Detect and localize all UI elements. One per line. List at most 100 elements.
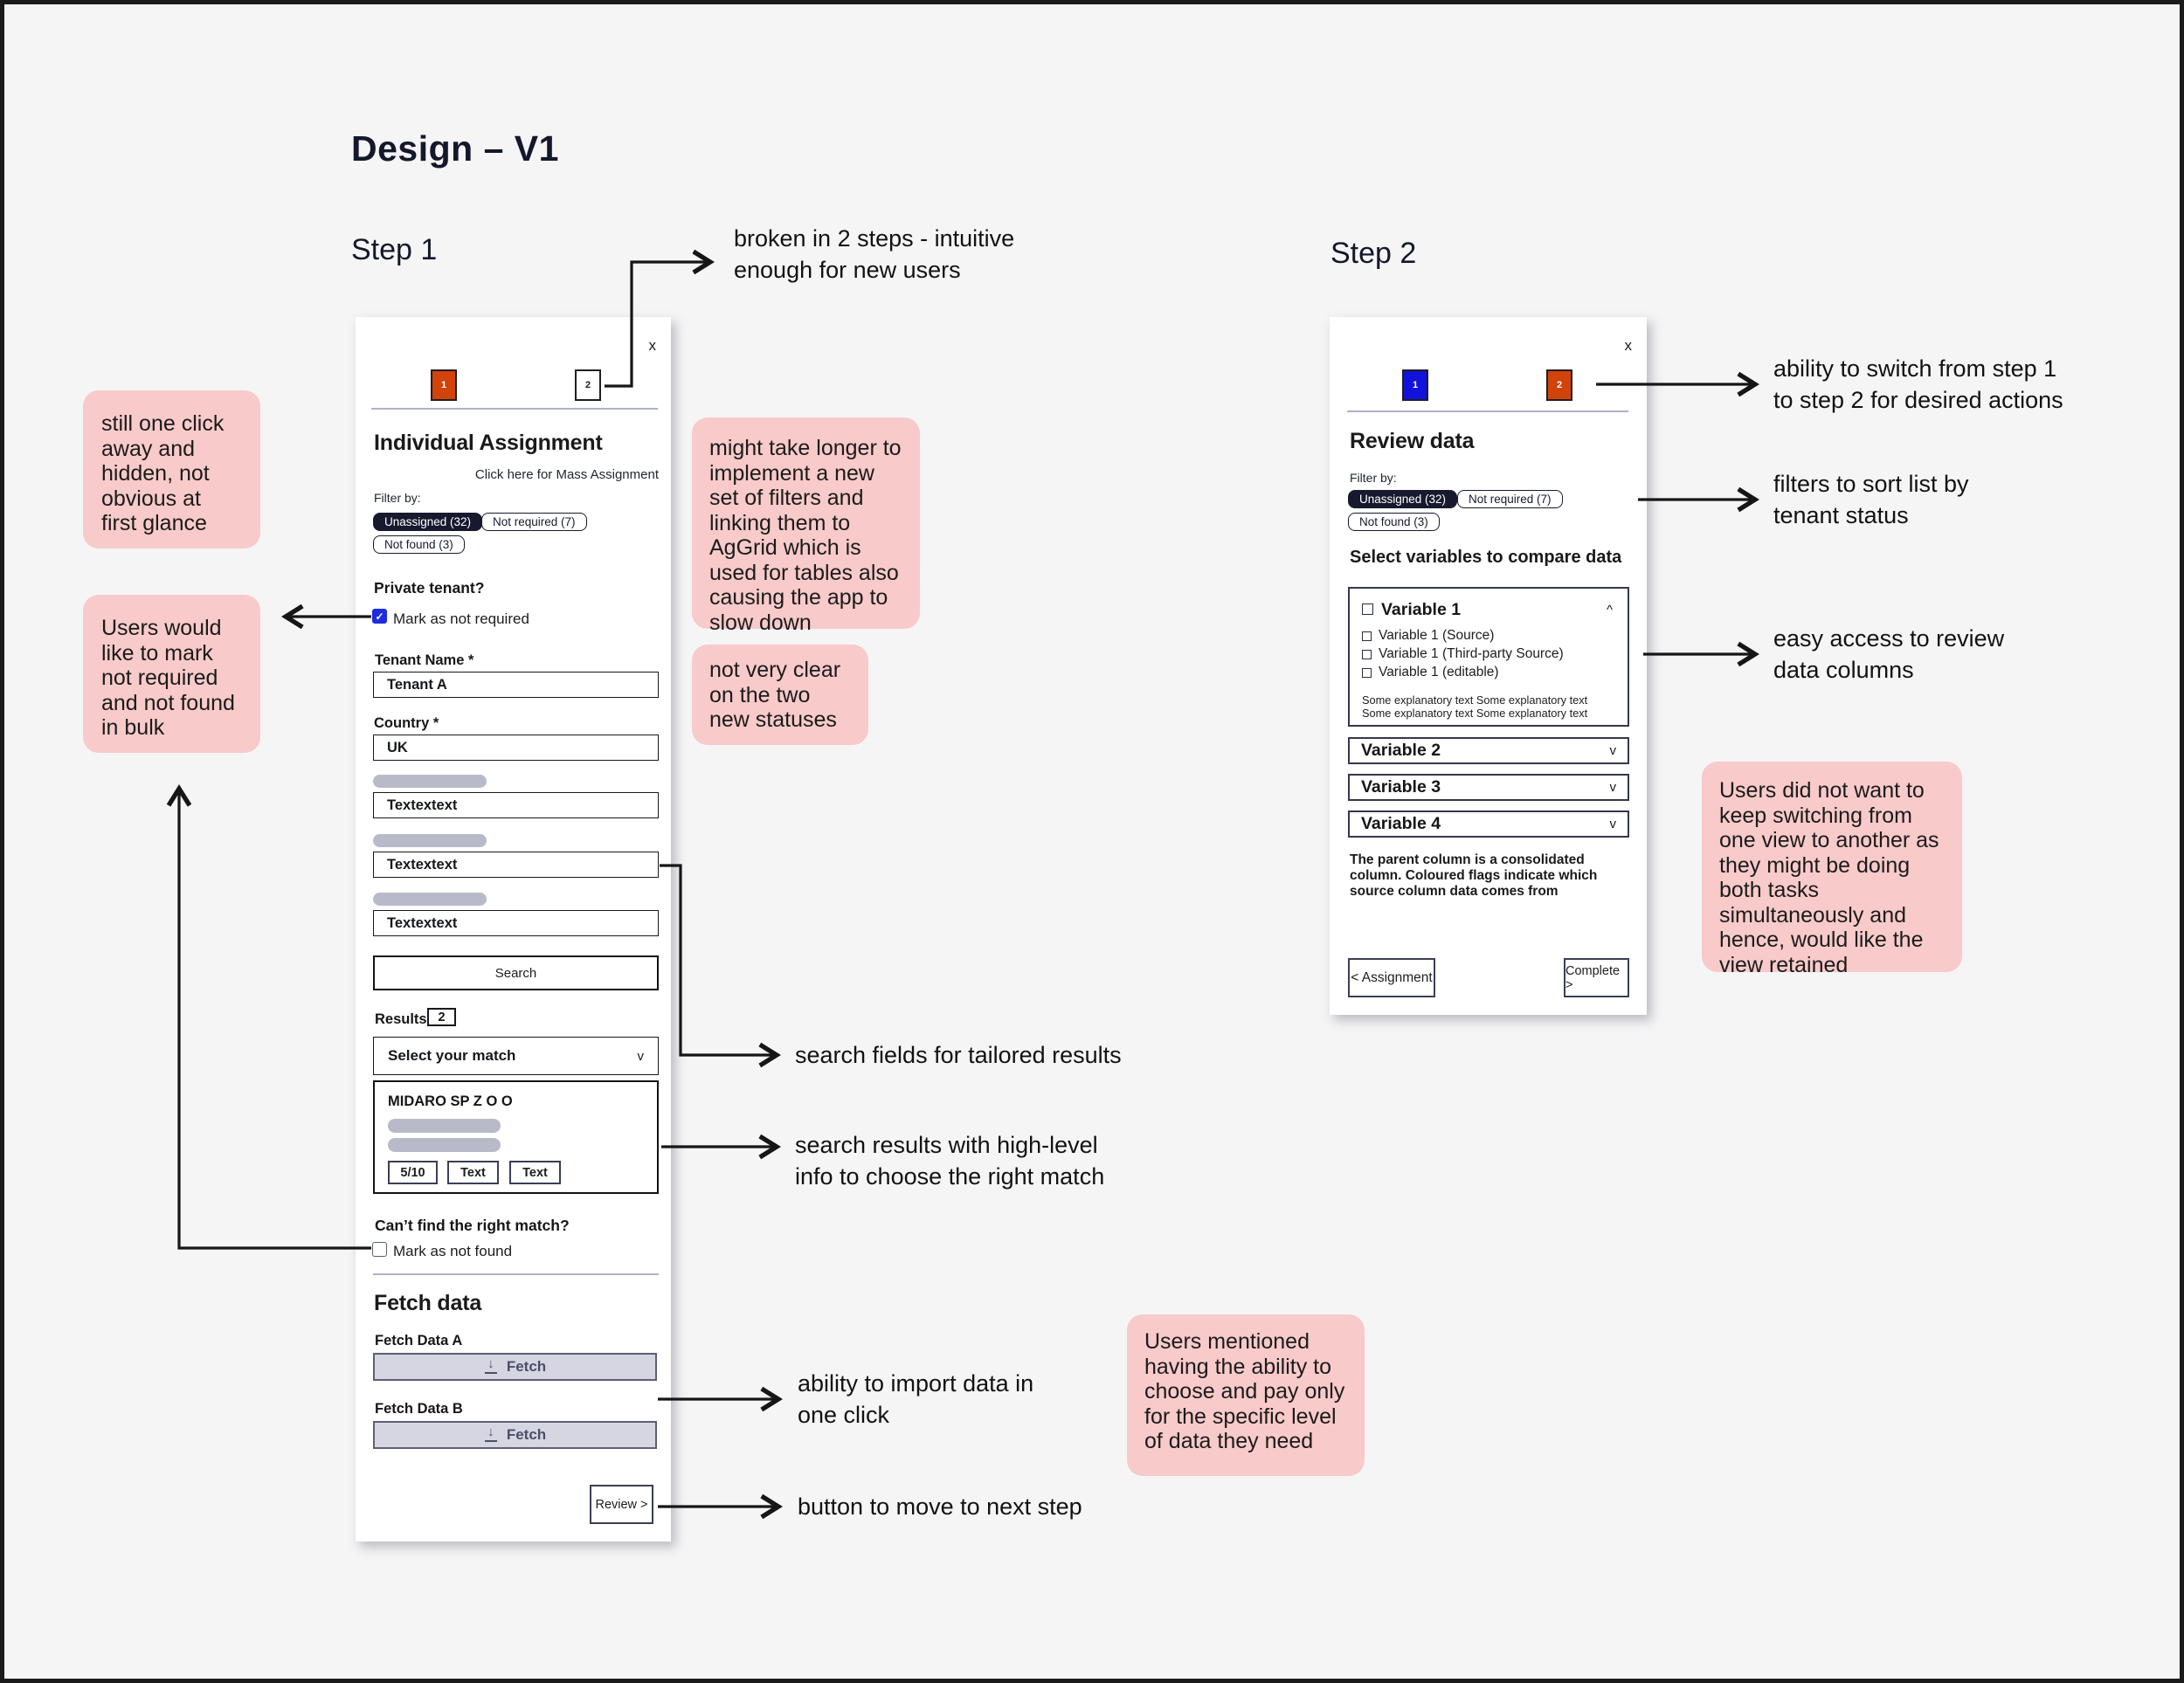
- tenant-name-input[interactable]: Tenant A: [373, 672, 659, 698]
- match-name: MIDARO SP Z O O: [388, 1093, 513, 1109]
- variable-1-editable-checkbox[interactable]: [1362, 668, 1372, 678]
- variable-3-row[interactable]: Variable 3 v: [1348, 774, 1629, 801]
- variable-4-label: Variable 4: [1361, 814, 1441, 833]
- fetch-data-b-label: Fetch Data B: [375, 1401, 463, 1417]
- extra-input-3[interactable]: Textextext: [373, 910, 659, 936]
- step-indicator-1[interactable]: 1: [431, 369, 457, 401]
- match-tag-badge: Text: [447, 1161, 499, 1184]
- variable-1-card[interactable]: Variable 1 ^ Variable 1 (Source) Variabl…: [1348, 587, 1629, 727]
- cant-find-question: Can’t find the right match?: [375, 1217, 570, 1234]
- mark-not-required-label: Mark as not required: [393, 610, 529, 627]
- variable-1-thirdparty-checkbox[interactable]: [1362, 650, 1372, 659]
- filter-by-label: Filter by:: [374, 491, 421, 505]
- divider: [1347, 410, 1628, 412]
- country-input[interactable]: UK: [373, 735, 659, 761]
- variable-1-label: Variable 1: [1381, 600, 1462, 619]
- match-result-card[interactable]: MIDARO SP Z O O 5/10 Text Text: [373, 1080, 659, 1194]
- filter-chip-not-found[interactable]: Not found (3): [1348, 513, 1440, 531]
- filter-chip-not-required[interactable]: Not required (7): [481, 513, 587, 531]
- download-icon: ↓: [484, 1424, 498, 1443]
- label-skeleton: [373, 775, 487, 788]
- match-tag-badge: Text: [509, 1161, 561, 1184]
- results-label: Results: [375, 1011, 427, 1027]
- private-tenant-question: Private tenant?: [374, 579, 485, 597]
- note-still-one-click: still one click away and hidden, not obv…: [83, 390, 260, 548]
- detail-skeleton: [388, 1138, 501, 1152]
- fetch-b-button-label: Fetch: [506, 1426, 547, 1443]
- filter-chip-unassigned[interactable]: Unassigned (32): [1348, 490, 1458, 508]
- variable-2-row[interactable]: Variable 2 v: [1348, 737, 1629, 764]
- note-two-statuses: not very clear on the two new statuses: [692, 645, 868, 745]
- review-button[interactable]: Review >: [590, 1485, 653, 1524]
- step-indicator-1[interactable]: 1: [1402, 369, 1428, 401]
- step1-label: Step 1: [351, 233, 438, 266]
- divider: [373, 1273, 659, 1275]
- mark-not-found-label: Mark as not found: [393, 1243, 513, 1259]
- chevron-down-icon: v: [637, 1048, 645, 1064]
- callout-two-steps: broken in 2 steps - intuitive enough for…: [734, 225, 1015, 283]
- step-indicator-2[interactable]: 2: [1546, 369, 1572, 401]
- filter-chip-unassigned[interactable]: Unassigned (32): [373, 513, 483, 531]
- variable-1-checkbox[interactable]: [1362, 604, 1373, 615]
- note-mark-bulk: Users would like to mark not required an…: [83, 595, 260, 753]
- country-label: Country *: [374, 715, 439, 731]
- variable-1-editable-label: Variable 1 (editable): [1379, 665, 1499, 679]
- mark-not-required-checkbox[interactable]: ✓: [372, 609, 387, 624]
- consolidated-column-note: The parent column is a consolidated colu…: [1350, 852, 1598, 899]
- select-match-dropdown[interactable]: Select your match v: [373, 1037, 659, 1075]
- callout-search-results: search results with high-level info to c…: [795, 1132, 1105, 1190]
- variable-4-row[interactable]: Variable 4 v: [1348, 810, 1629, 838]
- step2-label: Step 2: [1330, 237, 1417, 270]
- callout-search-fields: search fields for tailored results: [795, 1042, 1122, 1068]
- variable-2-label: Variable 2: [1361, 741, 1441, 760]
- mark-not-found-checkbox[interactable]: [372, 1242, 387, 1257]
- note-view-retained: Users did not want to keep switching fro…: [1702, 762, 1962, 977]
- divider: [371, 408, 658, 410]
- filter-chip-not-found[interactable]: Not found (3): [373, 535, 465, 554]
- note-pay-specific: Users mentioned having the ability to ch…: [1127, 1314, 1365, 1476]
- fetch-data-a-label: Fetch Data A: [375, 1333, 463, 1348]
- callout-switch-steps: ability to switch from step 1 to step 2 …: [1773, 355, 2063, 413]
- close-icon[interactable]: x: [648, 337, 657, 354]
- callout-easy-access: easy access to review data columns: [1773, 625, 2005, 683]
- step2-modal: x 1 2 Review data Filter by: Unassigned …: [1330, 317, 1647, 1015]
- label-skeleton: [373, 834, 487, 847]
- close-icon[interactable]: x: [1624, 337, 1633, 354]
- step-indicator-2[interactable]: 2: [575, 369, 601, 401]
- variable-1-thirdparty-label: Variable 1 (Third-party Source): [1379, 646, 1564, 661]
- extra-input-2[interactable]: Textextext: [373, 852, 659, 878]
- search-button[interactable]: Search: [373, 955, 659, 990]
- complete-button[interactable]: Complete >: [1564, 958, 1629, 997]
- variable-1-explanatory-text: Some explanatory text Some explanatory t…: [1362, 693, 1588, 720]
- fetch-data-heading: Fetch data: [374, 1291, 482, 1315]
- variable-1-source-checkbox[interactable]: [1362, 631, 1372, 641]
- callout-filters-sort: filters to sort list by tenant status: [1773, 471, 1969, 528]
- fetch-a-button[interactable]: ↓ Fetch: [373, 1353, 657, 1381]
- chevron-down-icon: v: [1609, 780, 1617, 795]
- panel-title: Review data: [1350, 429, 1475, 453]
- download-icon: ↓: [484, 1356, 498, 1375]
- select-variables-heading: Select variables to compare data: [1350, 548, 1622, 567]
- filter-by-label: Filter by:: [1350, 471, 1397, 485]
- filter-chip-not-required[interactable]: Not required (7): [1457, 490, 1563, 508]
- detail-skeleton: [388, 1119, 501, 1133]
- tenant-name-label: Tenant Name *: [375, 652, 474, 668]
- note-aggrid: might take longer to implement a new set…: [692, 417, 920, 635]
- label-skeleton: [373, 893, 487, 906]
- chevron-down-icon: v: [1609, 817, 1617, 831]
- variable-1-source-label: Variable 1 (Source): [1379, 628, 1495, 643]
- fetch-a-button-label: Fetch: [506, 1358, 547, 1375]
- extra-input-1[interactable]: Textextext: [373, 792, 659, 818]
- variable-3-label: Variable 3: [1361, 777, 1441, 797]
- check-icon: ✓: [375, 610, 384, 623]
- chevron-down-icon: v: [1609, 743, 1617, 758]
- mass-assignment-link[interactable]: Click here for Mass Assignment: [474, 467, 659, 482]
- chevron-up-icon[interactable]: ^: [1606, 603, 1613, 617]
- page-title: Design – V1: [351, 128, 559, 169]
- assignment-back-button[interactable]: < Assignment: [1348, 958, 1435, 997]
- callout-next-step: button to move to next step: [798, 1493, 1082, 1520]
- panel-title: Individual Assignment: [374, 431, 603, 455]
- step1-modal: x 1 2 Individual Assignment Click here f…: [356, 317, 671, 1542]
- fetch-b-button[interactable]: ↓ Fetch: [373, 1421, 657, 1449]
